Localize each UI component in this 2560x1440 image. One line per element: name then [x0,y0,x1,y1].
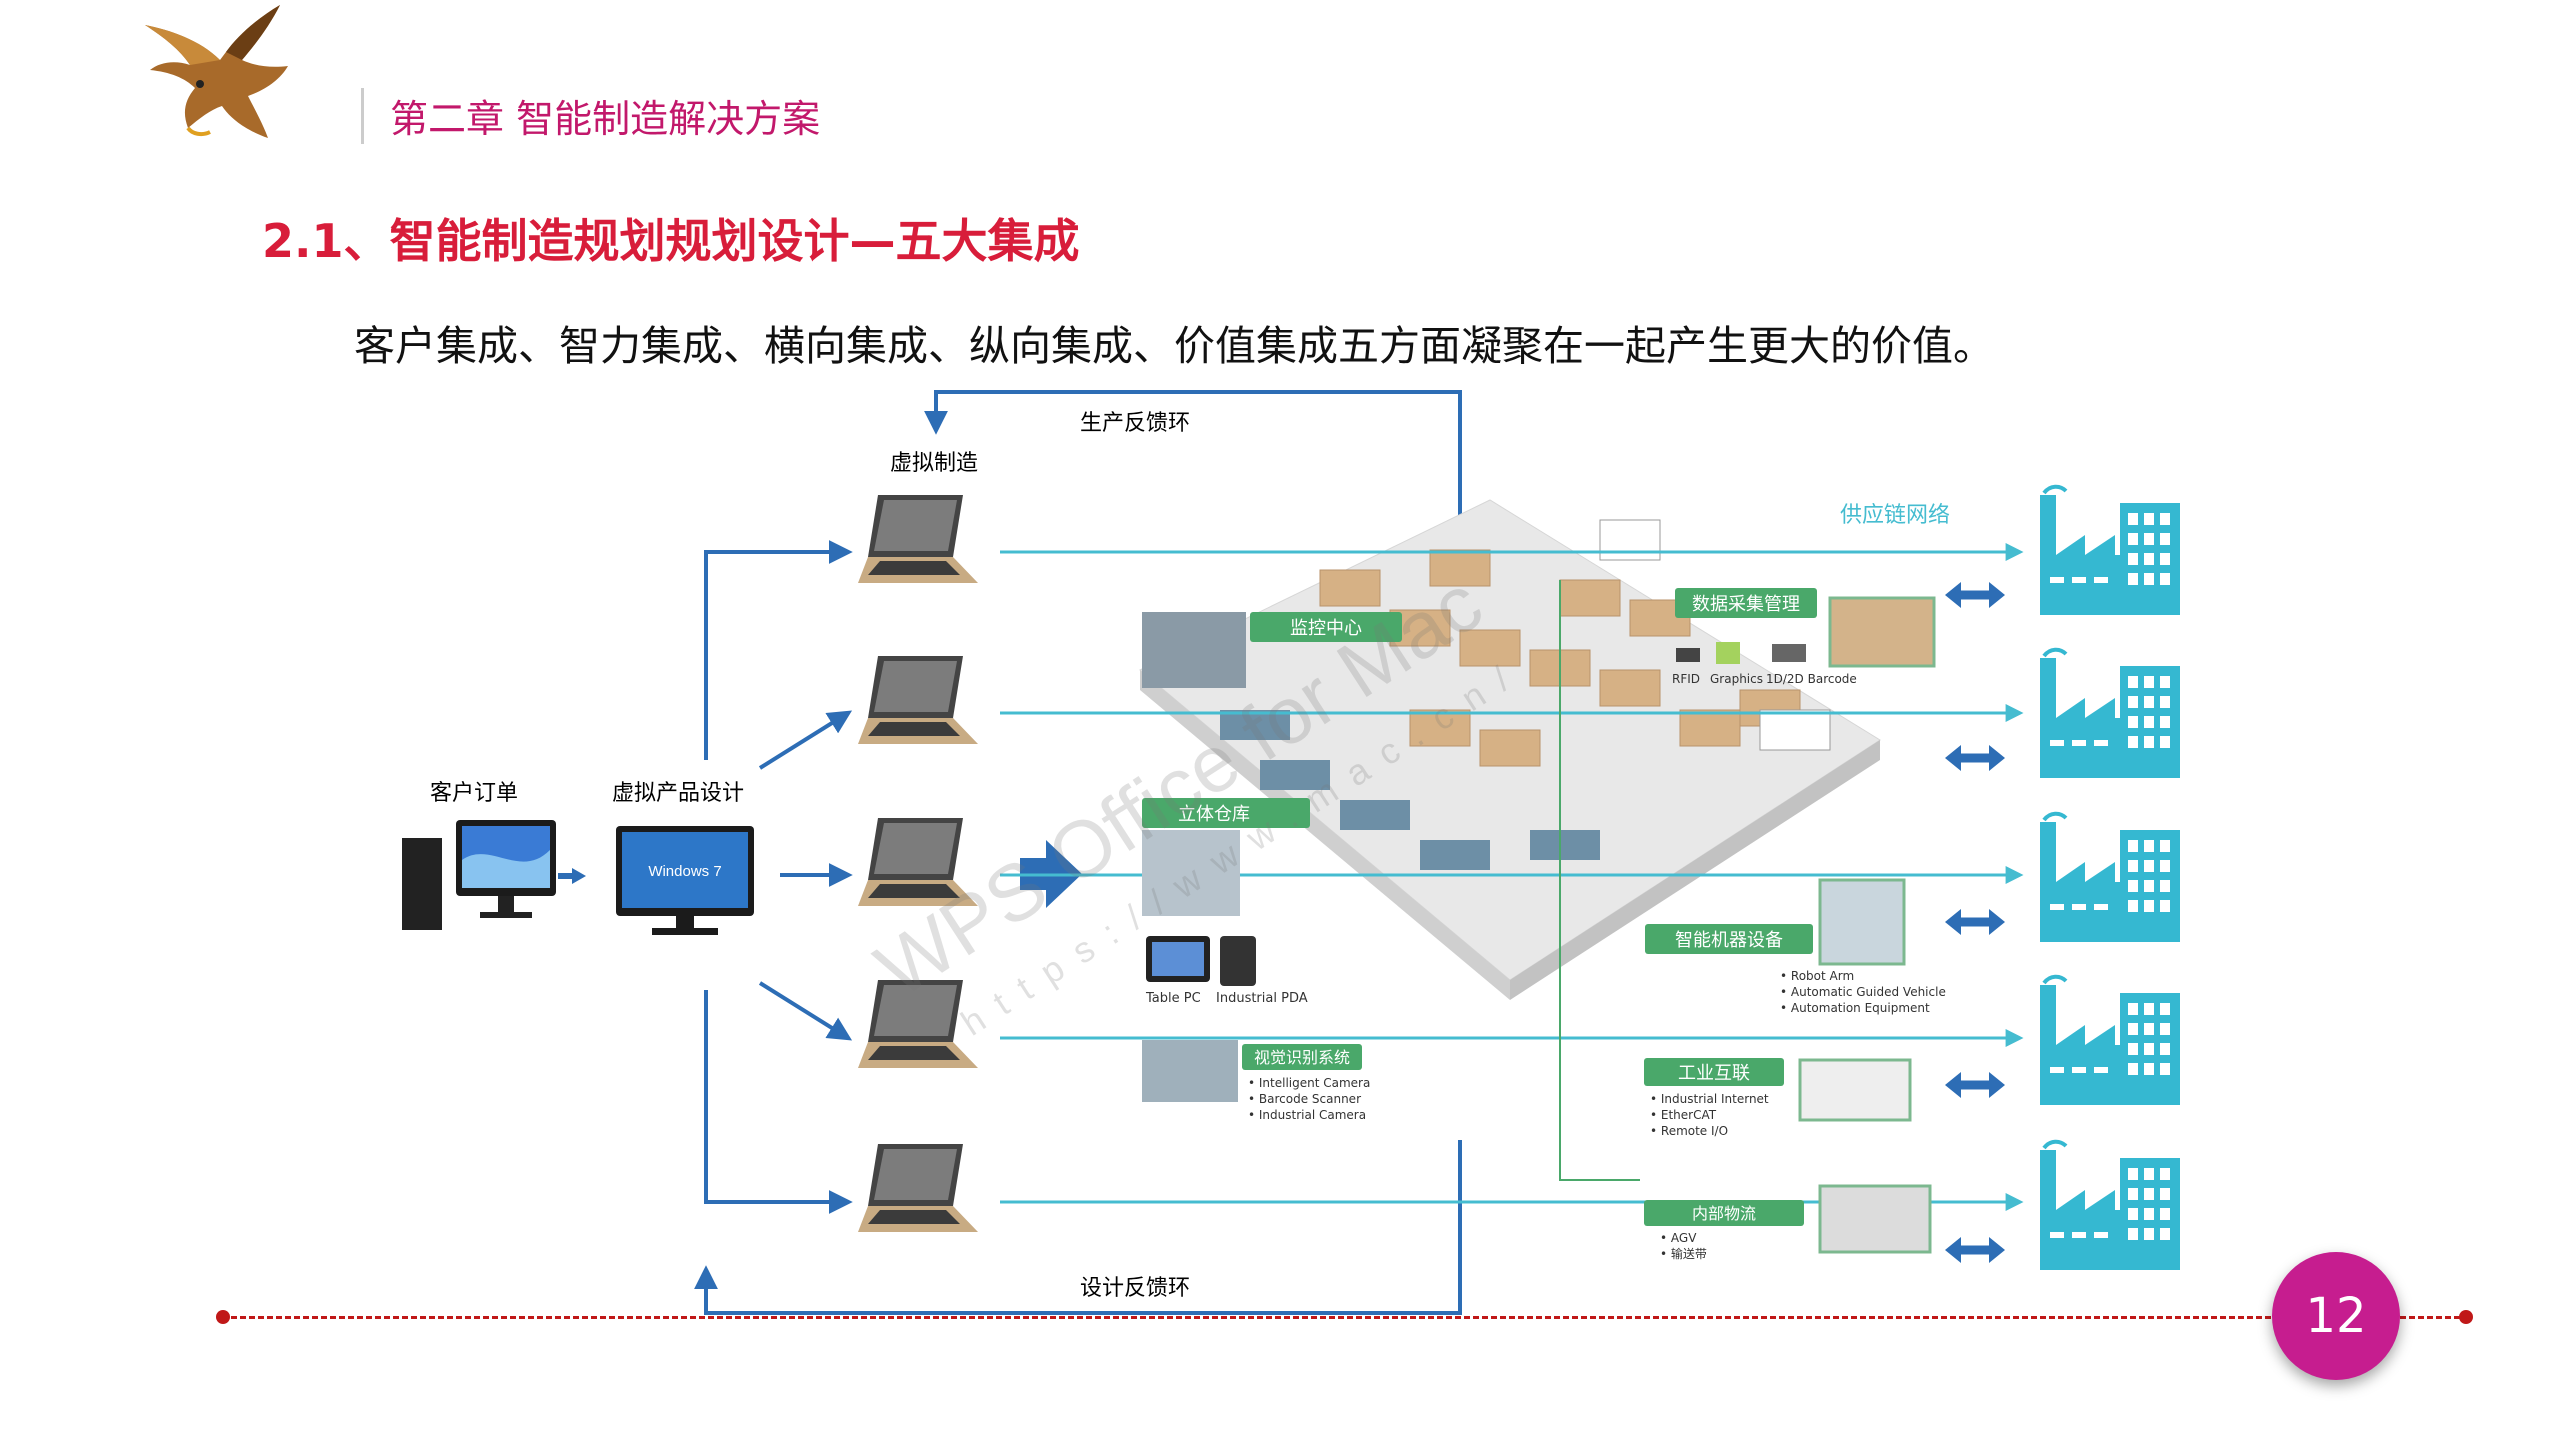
smart-manufacturing-diagram: Windows 7 [402,390,2182,1315]
factory-icon [2038,811,2182,944]
smart-robot-module: 智能机器设备 • Robot Arm • Automatic Guided Ve… [1645,878,1946,1015]
design-feedback-label: 设计反馈环 [1080,1276,1190,1301]
svg-text:• Barcode Scanner: • Barcode Scanner [1248,1092,1361,1106]
intro-text: 客户集成、智力集成、横向集成、纵向集成、价值集成五方面凝聚在一起产生更大的价值。 [354,322,1994,370]
virtual-product-design-label: 虚拟产品设计 [612,781,744,806]
monitor-center-module: 监控中心 [1142,612,1402,688]
svg-text:Graphics: Graphics [1710,672,1763,686]
factory-icon [2038,647,2182,780]
factory-icon [2038,1139,2182,1272]
page-number-badge: 12 [2272,1252,2400,1380]
svg-text:• Industrial Camera: • Industrial Camera [1248,1108,1366,1122]
stereo-warehouse-module: 立体仓库 Table PC Industrial PDA [1142,798,1310,1006]
footer-dot-left [216,1310,230,1324]
eagle-logo [145,5,288,138]
svg-text:• Automation Equipment: • Automation Equipment [1780,1001,1930,1015]
chapter-title: 第二章 智能制造解决方案 [390,97,821,141]
svg-text:Table PC: Table PC [1145,991,1201,1006]
svg-text:• Automatic Guided Vehicle: • Automatic Guided Vehicle [1780,985,1946,999]
customer-pc-icon [402,820,556,930]
supply-chain-label: 供应链网络 [1840,503,1950,528]
svg-text:监控中心: 监控中心 [1290,618,1362,639]
section-title: 2.1、智能制造规划规划设计—五大集成 [262,214,1080,268]
svg-text:视觉识别系统: 视觉识别系统 [1254,1048,1350,1067]
factory-icon [2038,484,2182,617]
footer-dot-right [2459,1310,2473,1324]
svg-text:内部物流: 内部物流 [1692,1204,1756,1223]
svg-text:RFID: RFID [1672,672,1700,686]
svg-text:Industrial PDA: Industrial PDA [1216,991,1308,1006]
svg-text:智能机器设备: 智能机器设备 [1675,930,1783,951]
production-feedback-label: 生产反馈环 [1080,411,1190,436]
svg-text:• Remote I/O: • Remote I/O [1650,1124,1728,1138]
svg-text:• 输送带: • 输送带 [1660,1246,1707,1261]
factory-icon [2038,974,2182,1107]
header-divider [361,88,364,144]
svg-text:立体仓库: 立体仓库 [1178,804,1250,825]
windows-monitor-icon: Windows 7 [616,826,754,935]
svg-text:• EtherCAT: • EtherCAT [1650,1108,1717,1122]
svg-text:数据采集管理: 数据采集管理 [1692,594,1800,615]
svg-text:• AGV: • AGV [1660,1231,1697,1245]
customer-order-label: 客户订单 [430,781,518,806]
internal-logistics-module: 内部物流 • AGV • 输送带 [1644,1184,1932,1261]
vision-module: 视觉识别系统 • Intelligent Camera • Barcode Sc… [1142,1040,1370,1122]
footer-dashed-line [222,1316,2460,1319]
svg-text:• Robot Arm: • Robot Arm [1780,969,1854,983]
data-collection-module: 数据采集管理 RFID Graphics 1D/2D Barcode [1672,588,1936,686]
svg-text:• Industrial Internet: • Industrial Internet [1650,1092,1769,1106]
industrial-iot-module: 工业互联 • Industrial Internet • EtherCAT • … [1644,1058,1912,1138]
svg-text:• Intelligent Camera: • Intelligent Camera [1248,1076,1370,1090]
svg-text:工业互联: 工业互联 [1678,1063,1750,1084]
svg-text:Windows 7: Windows 7 [648,863,721,880]
virtual-manufacturing-label: 虚拟制造 [890,451,978,476]
svg-text:1D/2D Barcode: 1D/2D Barcode [1766,672,1857,686]
design-feedback-loop [694,1140,1462,1315]
